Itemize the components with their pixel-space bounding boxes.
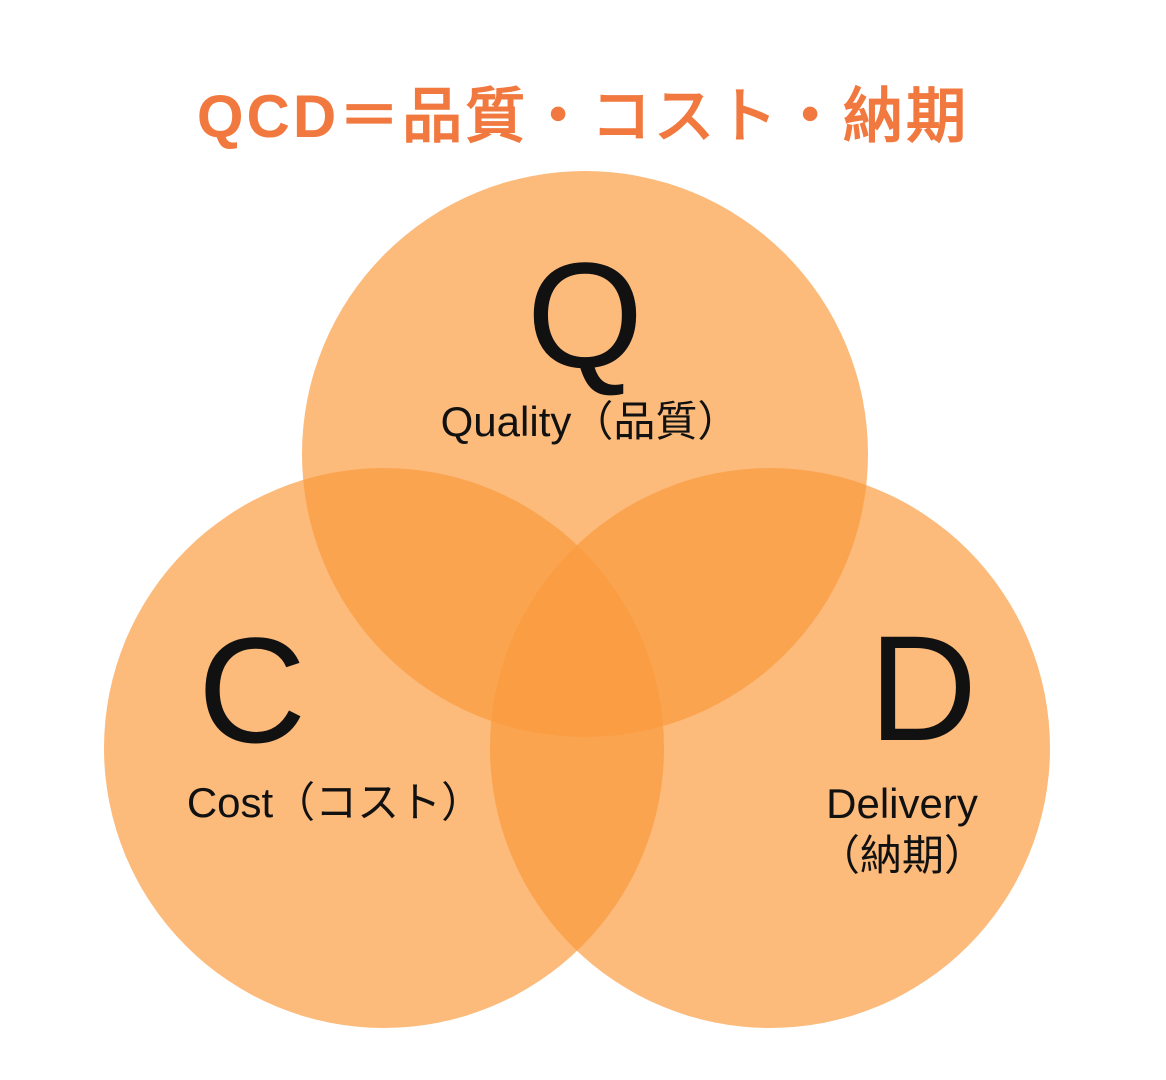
delivery-label: Delivery （納期）: [818, 778, 986, 882]
delivery-label-line2: （納期）: [817, 832, 987, 879]
quality-letter: Q: [526, 231, 644, 399]
diagram-title: QCD＝品質・コスト・納期: [196, 83, 970, 150]
quality-label: Quality（品質）: [440, 398, 740, 445]
delivery-letter: D: [868, 604, 978, 772]
cost-label: Cost（コスト）: [186, 779, 484, 826]
delivery-label-line1: Delivery: [826, 780, 978, 827]
venn-circle-delivery: [490, 468, 1050, 1028]
cost-letter: C: [197, 606, 307, 774]
